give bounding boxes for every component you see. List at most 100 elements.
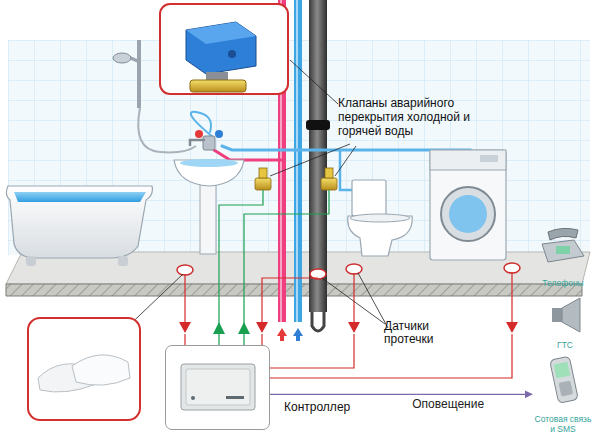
wash-basin-part	[190, 140, 205, 146]
loudspeaker-icon-part	[552, 308, 562, 322]
telephone-icon-part	[548, 228, 578, 240]
valve-wires-part	[219, 190, 263, 345]
loudspeaker-icon-part	[562, 298, 580, 332]
riser-pipes-part	[309, 0, 327, 312]
control-arrowhead-part	[238, 322, 250, 334]
shutoff-valve-part	[321, 178, 337, 190]
washing-machine-part	[430, 150, 506, 260]
signal-arrowhead-part	[179, 322, 191, 333]
controller-device-part	[226, 396, 244, 399]
device-caption: ГТС	[557, 341, 573, 351]
supply-pipes-part	[222, 146, 298, 150]
loudspeaker-icon	[552, 298, 580, 332]
inlet-symbol-part	[277, 328, 287, 336]
valve-photo-inset-part	[160, 4, 288, 94]
box-heading: Контроллер	[284, 401, 350, 414]
shower-part	[138, 108, 196, 152]
control-arrowhead-part	[213, 322, 225, 334]
washing-machine-part	[430, 150, 506, 170]
sensor-wires-part	[184, 274, 185, 322]
sensor-wires-part	[511, 272, 512, 322]
shower-part	[137, 40, 141, 108]
wash-basin-part	[215, 130, 223, 138]
sensor-wires	[185, 272, 512, 378]
inlet-symbol-part	[293, 328, 303, 336]
callout-label: Датчики протечки	[384, 320, 464, 346]
bathtub	[6, 186, 152, 266]
sensor-wires-part	[262, 278, 318, 322]
valve-wires	[219, 190, 329, 345]
shutoff-valve-part	[259, 168, 267, 178]
leak-sensor-part	[346, 264, 362, 274]
riser-pipes-part	[294, 0, 302, 322]
bathtub-part	[26, 256, 36, 266]
telephone-icon	[542, 228, 584, 262]
shutoff-valve-part	[325, 168, 333, 178]
notification-device: Телефоны	[533, 224, 593, 288]
washing-machine	[430, 150, 506, 260]
signal-arrowhead-part	[506, 322, 518, 333]
signal-arrowhead-part	[348, 322, 360, 333]
telephone-icon-part	[556, 246, 570, 254]
controller-box: Контроллер	[165, 345, 270, 430]
leader-line-part	[322, 278, 385, 324]
controller-device-part	[181, 364, 255, 410]
sensor-photo-inset-part	[28, 318, 140, 420]
inlet-symbol-part	[280, 336, 284, 341]
notification-device: Сотовая связь и SMS	[532, 356, 594, 434]
inlet-symbol	[277, 312, 324, 341]
telephone-icon-part	[542, 240, 584, 262]
sensor-wires-part	[353, 273, 354, 322]
sensor-photo-inset	[28, 318, 140, 420]
cellphone-icon-part	[554, 362, 571, 379]
device-caption: Сотовая связь и SMS	[532, 415, 594, 434]
wash-basin	[174, 130, 244, 254]
leader-line-part	[290, 60, 338, 104]
bathtub-part	[6, 186, 152, 258]
cellphone-icon	[550, 356, 579, 403]
valve-wires-part	[244, 190, 329, 345]
riser-pipes-part	[306, 120, 330, 130]
inlet-symbol-part	[312, 312, 324, 331]
wash-basin-part	[200, 178, 216, 254]
sensor-wires-part	[184, 334, 185, 345]
controller-device-part	[186, 369, 250, 405]
bathtub-part	[118, 256, 128, 266]
washing-machine-part	[441, 187, 495, 241]
controller-device	[181, 364, 255, 410]
leak-sensor-part	[177, 265, 193, 275]
leak-sensor	[177, 263, 520, 279]
shutoff-valve-part	[255, 178, 271, 190]
supply-pipes-part	[214, 150, 282, 160]
leader-line-part	[358, 273, 388, 328]
signal-arrowhead-part	[256, 322, 268, 333]
device-caption: Телефоны	[542, 279, 583, 289]
washing-machine-part	[449, 195, 487, 233]
leak-sensor-part	[504, 263, 520, 273]
toilet-part	[350, 214, 410, 222]
bathtub-part	[14, 192, 146, 202]
supply-pipes-part	[340, 150, 352, 190]
sensor-photo-inset-part	[72, 355, 130, 385]
wash-basin-part	[195, 130, 203, 138]
toilet	[348, 180, 412, 256]
inlet-symbol-part	[296, 336, 300, 341]
signal-arrowhead	[179, 322, 518, 333]
control-arrowhead	[213, 322, 250, 334]
valve-photo-inset-part	[190, 80, 246, 92]
riser-pipes-part	[296, 0, 298, 322]
washing-machine-part	[480, 155, 498, 162]
cellphone-icon-part	[550, 356, 579, 403]
wash-basin-part	[174, 160, 244, 186]
toilet-part	[352, 180, 386, 216]
valve-photo-inset-part	[186, 22, 256, 74]
shower-part	[113, 53, 131, 63]
edge-label: Оповещение	[412, 397, 484, 411]
valve-photo-inset	[160, 4, 288, 94]
notification-device: ГТС	[538, 296, 592, 350]
supply-pipes-part	[191, 112, 214, 138]
